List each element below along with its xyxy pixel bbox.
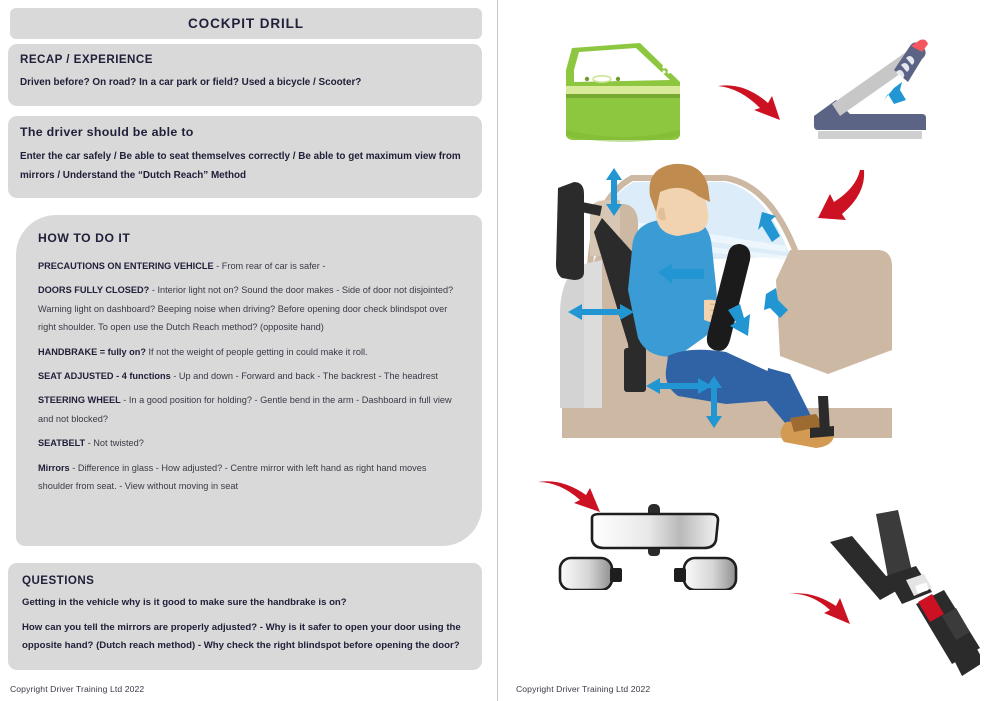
questions-heading: QUESTIONS xyxy=(22,574,95,587)
mirrors-icon xyxy=(558,504,738,590)
blue-arrow-headrest xyxy=(606,168,622,216)
blue-arrow-wheel-out xyxy=(764,288,788,318)
how-to-do-it-heading: HOW TO DO IT xyxy=(38,231,131,245)
driver-should-heading: The driver should be able to xyxy=(20,125,194,139)
how-to-do-it-item: Mirrors - Difference in glass - How adju… xyxy=(38,459,460,496)
blue-arrow-backrest xyxy=(568,304,634,320)
how-to-do-it-item-text: - Difference in glass - How adjusted? - … xyxy=(38,462,427,492)
how-to-do-it-list: PRECAUTIONS ON ENTERING VEHICLE - From r… xyxy=(38,257,460,495)
car-door-icon xyxy=(566,43,680,142)
how-to-do-it-item: SEAT ADJUSTED - 4 functions - Up and dow… xyxy=(38,367,460,385)
page-title-box: COCKPIT DRILL xyxy=(10,8,482,39)
left-text-column: COCKPIT DRILL RECAP / EXPERIENCE Driven … xyxy=(0,0,497,701)
how-to-do-it-item: PRECAUTIONS ON ENTERING VEHICLE - From r… xyxy=(38,257,460,275)
column-divider xyxy=(497,0,498,701)
copyright-right: Copyright Driver Training Ltd 2022 xyxy=(516,684,651,694)
how-to-do-it-item-text: If not the weight of people getting in c… xyxy=(145,346,368,357)
red-arrow-icon-3 xyxy=(538,481,600,512)
driver-should-body: Enter the car safely / Be able to seat t… xyxy=(20,151,461,182)
copyright-left: Copyright Driver Training Ltd 2022 xyxy=(10,684,145,694)
how-to-do-it-item-label: STEERING WHEEL xyxy=(38,395,121,406)
how-to-do-it-item-text: - Up and down - Forward and back - The b… xyxy=(170,371,438,382)
how-to-do-it-item-label: DOORS FULLY CLOSED? xyxy=(38,285,150,296)
blue-arrow-seat-height xyxy=(706,376,722,428)
seatbelt-buckle-icon xyxy=(830,510,980,676)
blue-arrow-seat-forward-back xyxy=(646,378,712,394)
blue-arrow-wheel-back xyxy=(658,264,704,284)
right-illustration-column: Copyright Driver Training Ltd 2022 xyxy=(498,0,1000,701)
how-to-do-it-item: DOORS FULLY CLOSED? - Interior light not… xyxy=(38,281,460,336)
how-to-do-it-item-label: SEAT ADJUSTED - 4 functions xyxy=(38,371,171,382)
questions-list: Getting in the vehicle why is it good to… xyxy=(22,594,468,656)
red-arrow-icon-2 xyxy=(818,170,865,220)
how-to-do-it-item: STEERING WHEEL - In a good position for … xyxy=(38,391,460,428)
how-to-do-it-item-label: SEATBELT xyxy=(38,438,86,449)
how-to-do-it-item-text: - In a good position for holding? - Gent… xyxy=(38,395,452,424)
recap-heading: RECAP / EXPERIENCE xyxy=(20,53,153,66)
how-to-do-it-item-label: PRECAUTIONS ON ENTERING VEHICLE xyxy=(38,261,214,271)
page-title: COCKPIT DRILL xyxy=(188,16,304,31)
how-to-do-it-item-text: - Interior light not on? Sound the door … xyxy=(38,285,454,333)
how-to-do-it-item: HANDBRAKE = fully on? If not the weight … xyxy=(38,343,460,361)
red-arrow-icon-1 xyxy=(718,85,780,120)
recap-body: Driven before? On road? In a car park or… xyxy=(20,77,362,88)
questions-section: QUESTIONS Getting in the vehicle why is … xyxy=(8,563,482,670)
blue-arrow-wheel-up xyxy=(758,212,780,242)
recap-experience-section: RECAP / EXPERIENCE Driven before? On roa… xyxy=(8,44,482,106)
how-to-do-it-item-text: - From rear of car is safer - xyxy=(213,261,326,271)
how-to-do-it-item-text: - Not twisted? xyxy=(85,438,144,449)
blue-arrow-wheel-down xyxy=(728,304,750,336)
question-line: Getting in the vehicle why is it good to… xyxy=(22,597,347,608)
handbrake-icon xyxy=(814,39,928,139)
how-to-do-it-item: SEATBELT - Not twisted? xyxy=(38,434,460,452)
how-to-do-it-item-label: Mirrors xyxy=(38,462,70,473)
red-arrow-icon-4 xyxy=(788,593,850,624)
driver-should-section: The driver should be able to Enter the c… xyxy=(8,116,482,198)
how-to-do-it-section: HOW TO DO IT PRECAUTIONS ON ENTERING VEH… xyxy=(16,215,482,546)
how-to-do-it-item-label: HANDBRAKE = fully on? xyxy=(38,346,146,357)
question-line: How can you tell the mirrors are properl… xyxy=(22,621,461,652)
driver-seated-icon xyxy=(556,163,892,448)
